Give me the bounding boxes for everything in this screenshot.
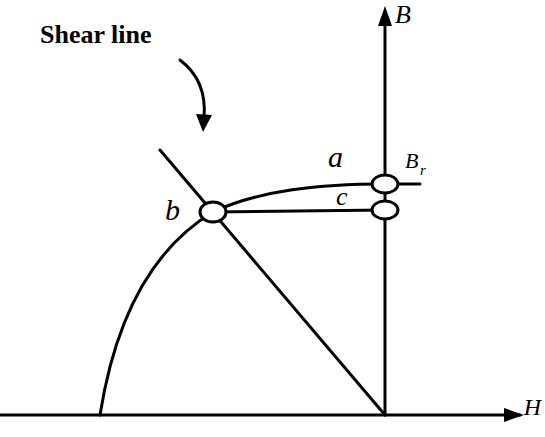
remanence-tick — [399, 183, 420, 186]
axis-label: H — [524, 395, 541, 419]
point-label: a — [328, 142, 343, 172]
shear-line — [160, 150, 385, 415]
leader-arrow — [180, 60, 204, 118]
point-label: c — [336, 184, 348, 210]
leader-arrowhead — [196, 114, 212, 132]
point-c — [372, 201, 398, 219]
point-label: b — [165, 195, 180, 225]
h-axis — [0, 414, 520, 417]
axis-label: B — [395, 2, 411, 28]
h-arrowhead — [504, 408, 524, 422]
subscript-label: r — [420, 163, 426, 178]
demagnetization-curve — [100, 184, 385, 415]
recoil-line — [213, 210, 385, 212]
point-a — [372, 175, 398, 193]
b-arrowhead — [378, 6, 392, 26]
remanence-label: B — [405, 150, 418, 172]
callout-label: Shear line — [40, 22, 151, 48]
point-b — [200, 202, 226, 222]
